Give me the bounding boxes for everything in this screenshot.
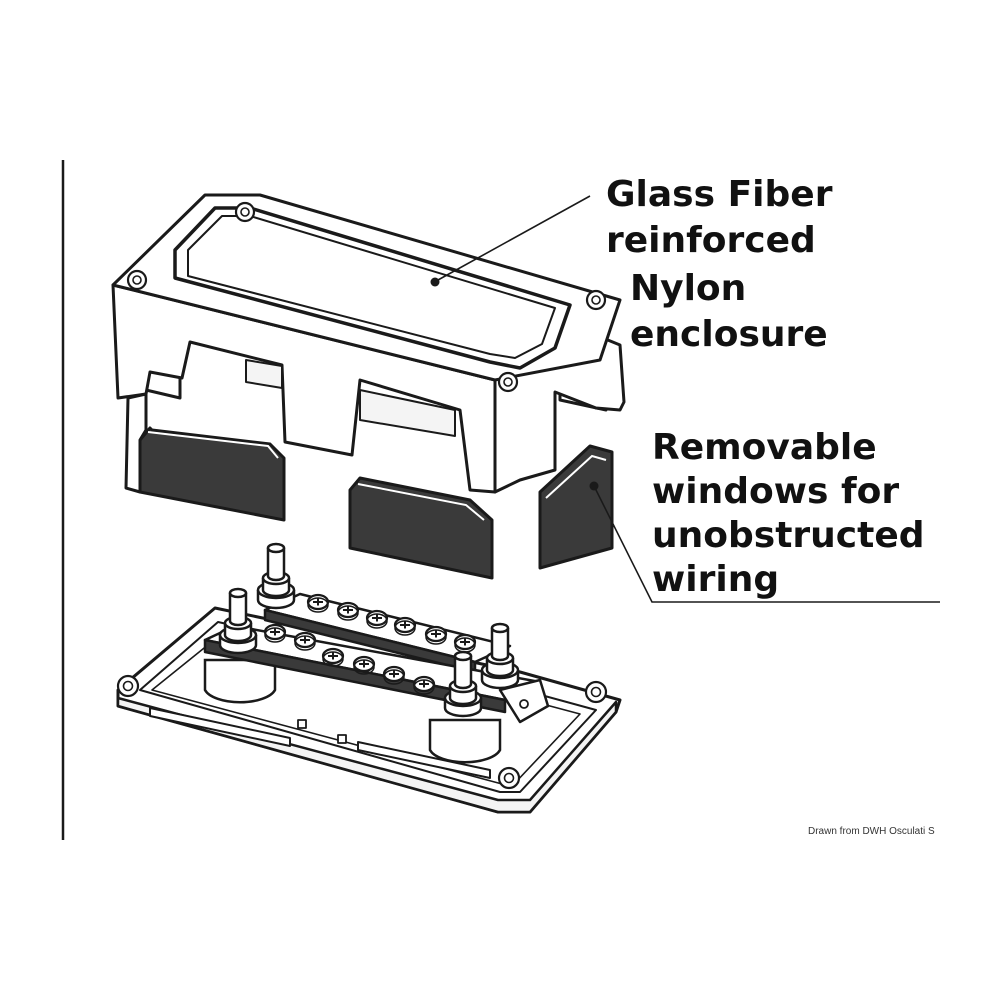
leader-dot-windows (589, 481, 599, 491)
leader-line-windows (593, 485, 940, 603)
screw-icon (126, 201, 607, 393)
callout-nylon-enclosure: Nylon enclosure (630, 266, 828, 358)
callout-removable-windows: Removable windows for unobstructed wirin… (652, 426, 925, 602)
removable-window-left (138, 426, 286, 522)
screw-icon (116, 674, 608, 790)
leader-line-enclosure (437, 195, 591, 281)
callout-line: Nylon (630, 268, 747, 309)
image-credit: Drawn from DWH Osculati S (808, 826, 935, 837)
callout-line: Removable (652, 427, 877, 468)
callout-line: unobstructed (652, 515, 925, 556)
window-skirt (124, 392, 148, 494)
callout-line: enclosure (630, 314, 828, 355)
callout-line: reinforced (606, 220, 816, 261)
callout-line: windows for (652, 471, 900, 512)
terminal-bracket (498, 678, 550, 724)
callout-glass-fiber: Glass Fiber reinforced (606, 172, 832, 264)
callout-line: Glass Fiber (606, 174, 833, 215)
removable-window-center (348, 476, 494, 580)
removable-window-right (538, 444, 614, 570)
callout-line: wiring (652, 559, 780, 600)
enclosure-cover (111, 193, 626, 494)
terminal-pedestals (203, 658, 502, 764)
leader-dot-enclosure (430, 277, 440, 287)
